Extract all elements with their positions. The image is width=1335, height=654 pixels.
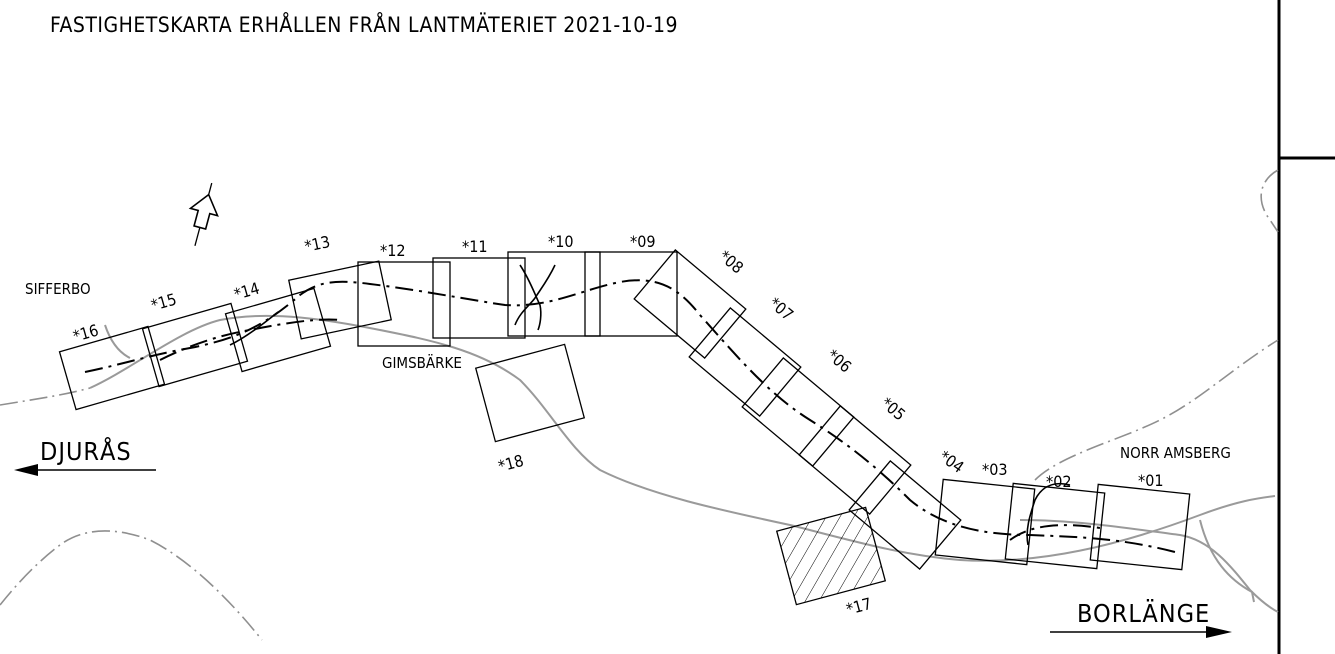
sheet-09-frame	[584, 251, 678, 337]
sheet-08-frame	[633, 249, 747, 359]
sheet-11-frame	[432, 257, 526, 339]
sheet-04-frame	[848, 460, 962, 570]
track-main	[84, 279, 1176, 553]
road-river	[1019, 519, 1279, 613]
sheet-label-04: *04	[936, 447, 968, 477]
road-west-edge	[0, 387, 91, 406]
sheet-03-frame	[934, 478, 1036, 566]
sheet-10-frame	[507, 251, 601, 337]
sheet-05-frame	[798, 405, 912, 515]
sheet-18-frame	[474, 343, 586, 443]
north-arrow-icon	[188, 182, 219, 246]
sheet-13-frame	[287, 260, 393, 340]
track-switch-10	[519, 264, 542, 331]
sheet-12-frame	[357, 261, 451, 347]
sheet-label-06: *06	[823, 346, 855, 377]
sheet-label-16: *16	[71, 321, 101, 346]
track-switch-14	[229, 311, 279, 346]
sheet-label-09: *09	[630, 232, 656, 251]
track-branch-02	[1026, 482, 1071, 546]
place-sifferbo: SIFFERBO	[25, 280, 91, 298]
sheet-label-12: *12	[380, 241, 406, 260]
sheet-label-13: *13	[303, 232, 332, 256]
sheet-label-05: *05	[877, 394, 909, 425]
sheet-06-frame	[741, 357, 855, 467]
track-branch-02b	[1009, 524, 1101, 541]
road-branch-west	[104, 324, 131, 359]
sheet-label-11: *11	[462, 237, 488, 256]
roads	[0, 169, 1279, 641]
arrow-icon	[14, 464, 156, 476]
sheet-01-frame	[1089, 483, 1191, 571]
sheet-17-frame	[775, 506, 887, 606]
road-main	[89, 314, 1276, 562]
place-gimsbarke: GIMSBÄRKE	[382, 353, 462, 372]
sheet-02-frame	[1004, 482, 1106, 570]
sheet-label-15: *15	[149, 290, 179, 315]
sheet-label-02: *02	[1046, 472, 1072, 491]
sheet-label-14: *14	[232, 279, 262, 304]
sheet-label-07: *07	[765, 294, 797, 325]
sheet-15-frame	[141, 302, 249, 388]
sheet-label-17: *17	[844, 594, 874, 619]
track-switch-10b	[514, 264, 556, 326]
road-south	[1199, 519, 1255, 603]
sheet-label-03: *03	[982, 460, 1008, 479]
track-lines	[84, 264, 1176, 553]
sheet-label-01: *01	[1138, 471, 1164, 490]
sheet-07-frame	[688, 307, 802, 417]
map-title: FASTIGHETSKARTA ERHÅLLEN FRÅN LANTMÄTERI…	[50, 11, 678, 37]
sheet-label-10: *10	[548, 232, 574, 251]
sheet-label-18: *18	[496, 451, 526, 476]
road-north-edge	[1260, 169, 1279, 233]
arrow-icon	[1050, 626, 1232, 638]
road-northeast	[1034, 339, 1279, 481]
place-norr-amsberg: NORR AMSBERG	[1120, 444, 1231, 462]
track-side-west	[159, 318, 341, 361]
sheet-label-08: *08	[715, 247, 747, 278]
direction-west-label: DJURÅS	[40, 437, 132, 466]
direction-east-label: BORLÄNGE	[1077, 599, 1210, 628]
road-southwest	[0, 530, 263, 641]
sheet-frames	[58, 249, 1191, 606]
